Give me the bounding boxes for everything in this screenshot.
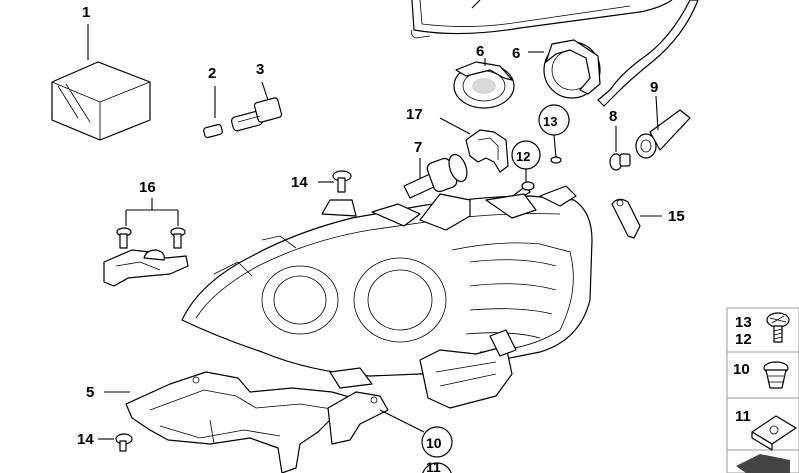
callout-17: 17 [406,106,423,123]
legend-row1-top: 13 [735,314,752,331]
part-3-bulb-socket: 3 [230,61,283,132]
legend-expansion-nut-icon [763,361,789,389]
callout-11-circle: 11 [422,459,452,473]
callout-5: 5 [86,384,94,401]
part-1-bulb-box: 1 [51,4,151,141]
callout-16: 16 [139,179,156,196]
part-6-cover-cap-left: 6 [453,43,515,109]
legend-clip-nut-icon [751,415,797,451]
legend-strip-icon [736,454,790,473]
callout-15: 15 [668,208,685,225]
part-6-cover-cap-right: 6 [512,39,601,99]
legend-row1-bottom: 12 [735,331,752,348]
part-17-bulb-bracket: 17 [406,106,509,173]
part-5-support-frame: 5 [86,371,389,473]
callout-2: 2 [208,65,216,82]
callout-10: 10 [426,435,442,451]
callout-7: 7 [414,139,422,156]
callout-3: 3 [256,61,264,78]
headlight-assembly [181,185,593,409]
part-8-parking-bulb: 8 [609,108,631,171]
callout-11: 11 [426,459,441,473]
callout-13: 13 [543,114,557,129]
callout-10-circle: 10 [379,409,453,458]
cable-harness [597,0,699,107]
part-12-screw: 12 [509,140,541,203]
legend-screw-icon [766,312,790,343]
legend-row3: 11 [735,408,751,425]
callout-6-left: 6 [476,43,484,60]
legend-row2: 10 [733,361,750,378]
part-2-side-bulb: 2 [203,65,223,139]
headlight-cover-edge [411,0,673,39]
callout-14-lower: 14 [77,431,94,448]
part-9-bulb-holder: 9 [635,79,691,159]
part-15-cable-strap: 15 [611,198,685,239]
part-7-main-bulb: 7 [403,139,468,199]
callout-9: 9 [650,79,658,96]
part-16-mount-bracket: 16 [103,179,189,287]
part-14-screw-upper: 14 [291,170,352,193]
part-13-nut: 13 [538,104,570,164]
callout-1: 1 [82,4,90,21]
callout-8: 8 [609,108,617,125]
callout-12: 12 [516,149,530,164]
fastener-legend: 13 12 10 11 [726,307,799,473]
part-14-screw-lower: 14 [77,431,133,452]
callout-6-right: 6 [512,45,520,62]
callout-14-upper: 14 [291,174,308,191]
